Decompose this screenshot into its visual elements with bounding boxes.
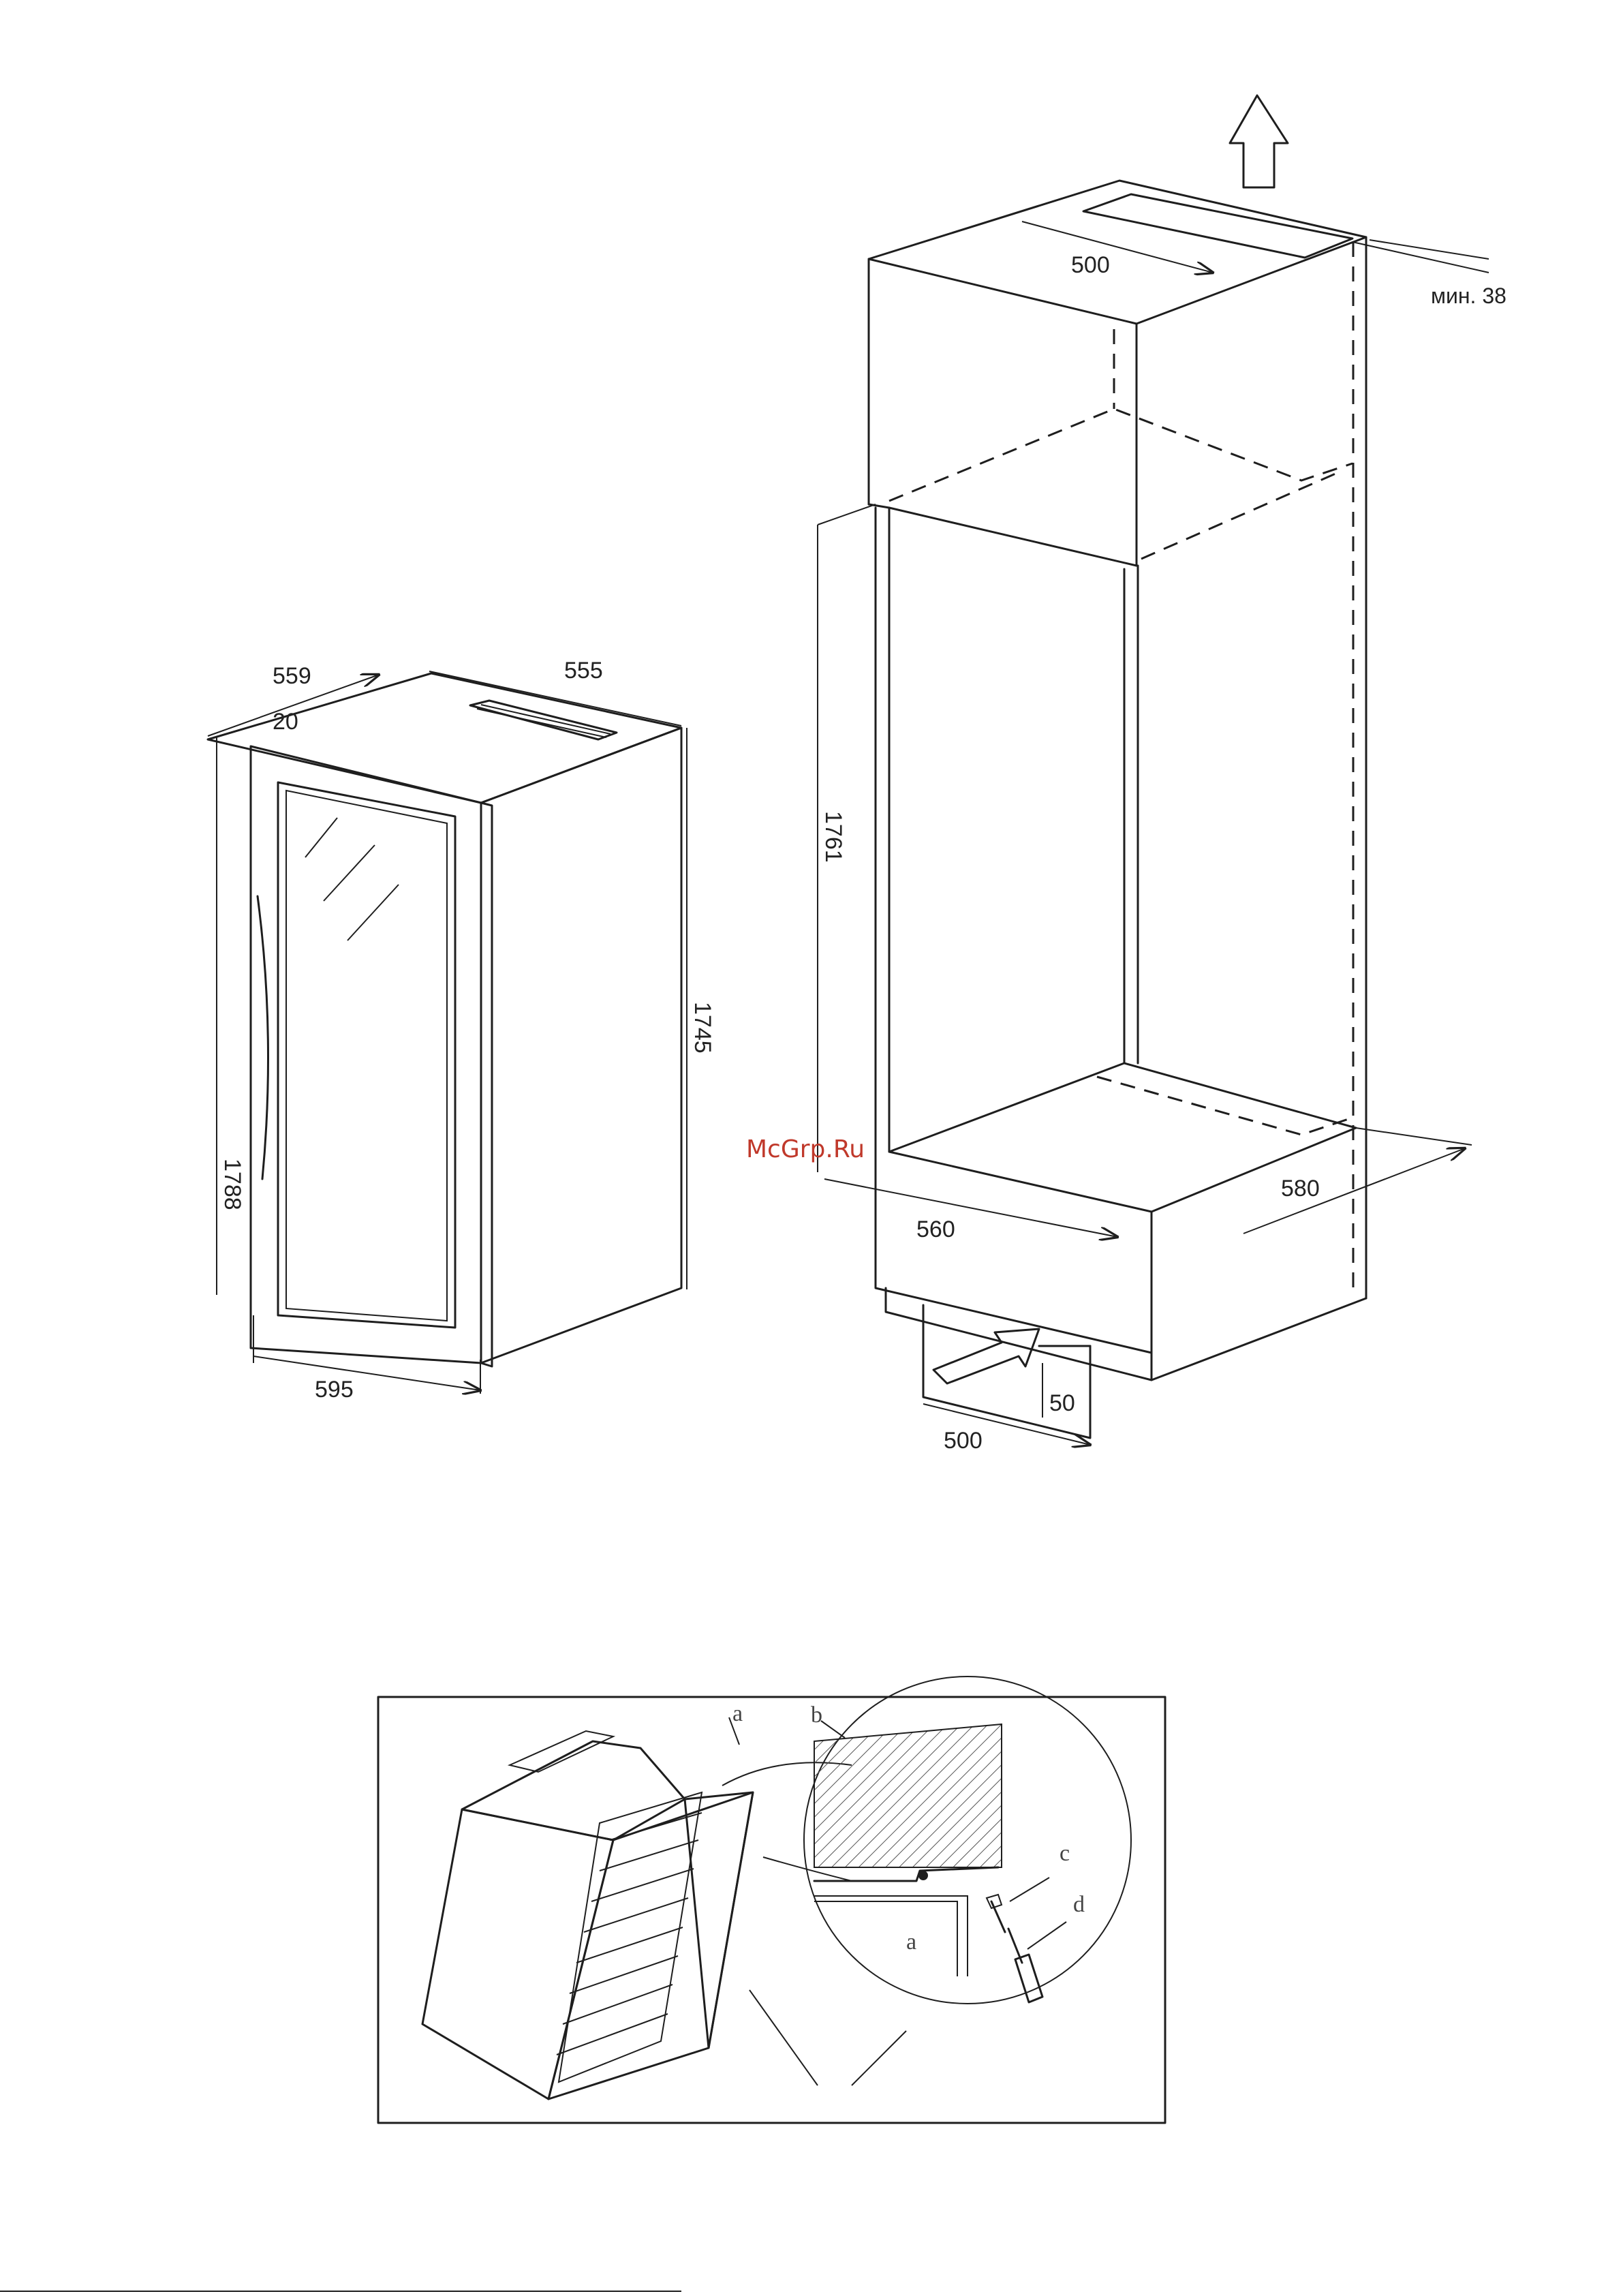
detail-letter-a-top: a bbox=[732, 1701, 743, 1726]
label-top-vent-width: 500 bbox=[1071, 252, 1110, 278]
install-detail-frame bbox=[378, 1677, 1165, 2123]
detail-letter-b: b bbox=[811, 1702, 822, 1728]
detail-letter-c: c bbox=[1060, 1841, 1070, 1866]
label-height-body: 1745 bbox=[690, 1002, 715, 1054]
screwdriver bbox=[1008, 1929, 1042, 2002]
label-depth-total: 559 bbox=[273, 663, 311, 689]
screw bbox=[987, 1895, 1005, 1932]
label-niche-height: 1761 bbox=[820, 811, 846, 863]
label-bottom-vent-width: 500 bbox=[944, 1428, 983, 1454]
label-top-vent-gap: мин. 38 bbox=[1431, 284, 1506, 308]
label-height-total: 1788 bbox=[219, 1159, 245, 1210]
detail-letter-d: d bbox=[1073, 1892, 1085, 1917]
label-niche-width: 560 bbox=[916, 1216, 955, 1242]
detail-letter-a-bottom: a bbox=[906, 1929, 916, 1955]
label-niche-depth: 580 bbox=[1281, 1176, 1320, 1201]
label-depth-body: 555 bbox=[564, 658, 603, 684]
watermark: McGrp.Ru bbox=[746, 1135, 865, 1163]
label-door-offset: 20 bbox=[273, 709, 298, 735]
niche-drawing bbox=[818, 95, 1489, 1445]
label-bottom-vent-height: 50 bbox=[1049, 1390, 1075, 1416]
wine-cooler-drawing bbox=[208, 671, 687, 1394]
wine-rack bbox=[557, 1813, 702, 2055]
label-width: 595 bbox=[315, 1377, 354, 1403]
